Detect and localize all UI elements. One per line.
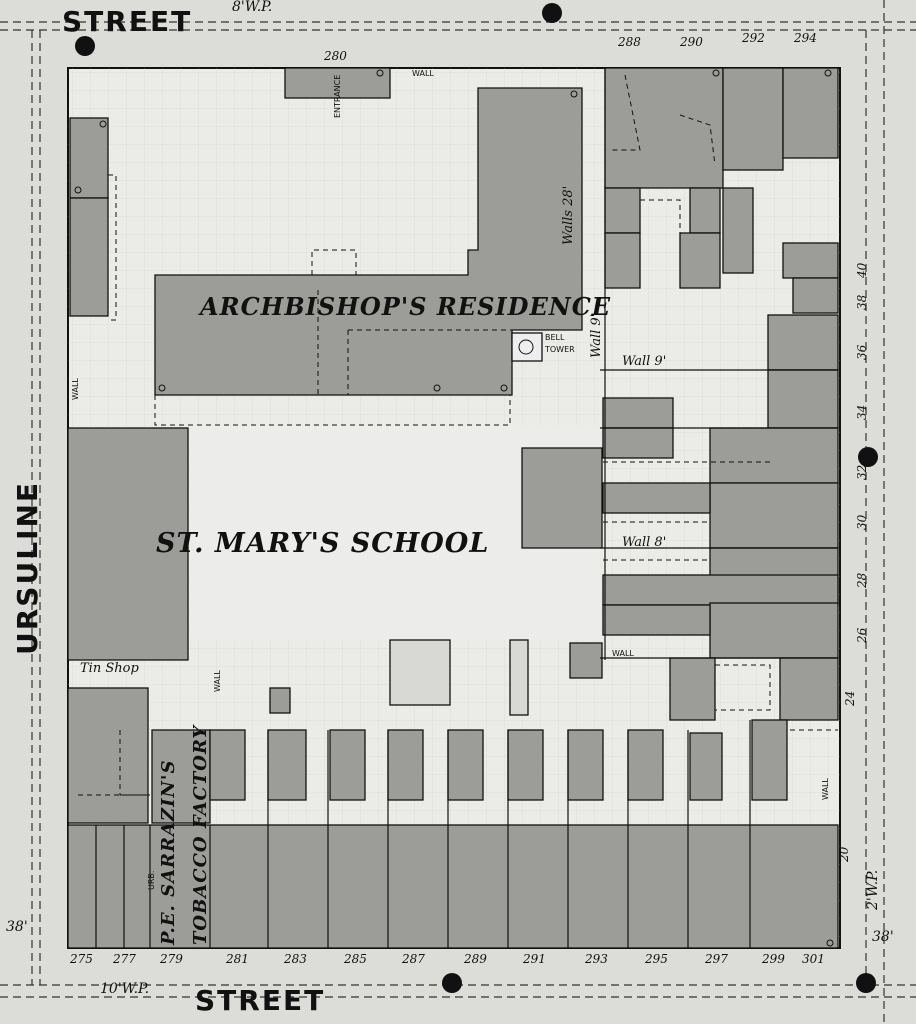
right-number: 34 <box>855 404 869 420</box>
top-number: 294 <box>794 31 817 45</box>
street-name-bottom: STREET <box>195 984 326 1017</box>
top-wp-note: 8'W.P. <box>232 0 273 15</box>
bottom-number: 301 <box>802 952 825 966</box>
archbishops-residence-label: ARCHBISHOP'S RESIDENCE <box>200 292 612 321</box>
wall-label-top: WALL <box>412 69 434 78</box>
bell-label: BELL <box>545 333 565 342</box>
bottom-number: 285 <box>344 952 367 966</box>
bottom-number: 297 <box>705 952 728 966</box>
right-number: 30 <box>855 514 869 530</box>
tower-label: TOWER <box>545 345 575 354</box>
bottom-number: 293 <box>585 952 608 966</box>
right-number: 24 <box>843 690 857 706</box>
right-number: 36 <box>855 344 869 360</box>
top-number: 280 <box>324 49 347 63</box>
wall-8-label: Wall 8' <box>622 535 667 550</box>
tin-shop-label: Tin Shop <box>80 661 139 676</box>
street-name-top: STREET <box>62 5 193 38</box>
factory-label-1: P.E. SARRAZIN'S <box>158 759 179 945</box>
bottom-number: 299 <box>762 952 785 966</box>
archbishop-residence <box>154 87 583 396</box>
entrance-building <box>284 67 391 99</box>
dim-left: 38' <box>6 919 28 935</box>
top-number: 290 <box>680 35 703 49</box>
wall-label-left: WALL <box>71 378 80 400</box>
top-number: 288 <box>618 35 641 49</box>
right-number: 26 <box>855 627 869 643</box>
fire-hydrants <box>75 3 878 993</box>
urb-label: URB. <box>147 870 156 890</box>
bottom-number: 289 <box>464 952 487 966</box>
buildings <box>67 67 839 949</box>
bottom-number: 295 <box>645 952 668 966</box>
bottom-number: 287 <box>402 952 425 966</box>
bottom-number: 291 <box>523 952 546 966</box>
wall-9-vertical-label: Wall 9' <box>589 313 604 358</box>
top-number: 292 <box>742 31 765 45</box>
right-wp-note: 2'W.P. <box>865 869 881 910</box>
st-marys-school-label: ST. MARY'S SCHOOL <box>156 528 490 559</box>
right-number: 32 <box>855 464 869 480</box>
wall-label-far-right: WALL <box>821 778 830 800</box>
lot-lines <box>95 68 838 948</box>
bottom-wp-note: 10'W.P. <box>100 981 150 997</box>
bottom-number: 277 <box>113 952 136 966</box>
wall-9-label: Wall 9' <box>622 354 667 369</box>
right-number: 38 <box>855 294 869 310</box>
bottom-number: 281 <box>226 952 249 966</box>
wall-label-factory: WALL <box>213 670 222 692</box>
right-number: 40 <box>855 262 869 278</box>
factory-label-2: TOBACCO FACTORY <box>190 724 211 945</box>
right-number: 20 <box>837 846 851 862</box>
bottom-number: 283 <box>284 952 307 966</box>
street-name-left: URSULINE <box>11 480 44 655</box>
walls-28-label: Walls 28' <box>561 185 576 245</box>
bottom-number: 279 <box>160 952 183 966</box>
entrance-label: ENTRANCE <box>333 74 342 118</box>
st-marys-school-block <box>67 427 189 661</box>
bottom-number: 275 <box>70 952 93 966</box>
bottom-row-buildings <box>67 824 839 949</box>
dim-right: 38' <box>872 929 894 945</box>
wall-label-right: WALL <box>612 649 634 658</box>
right-number: 28 <box>855 572 869 588</box>
